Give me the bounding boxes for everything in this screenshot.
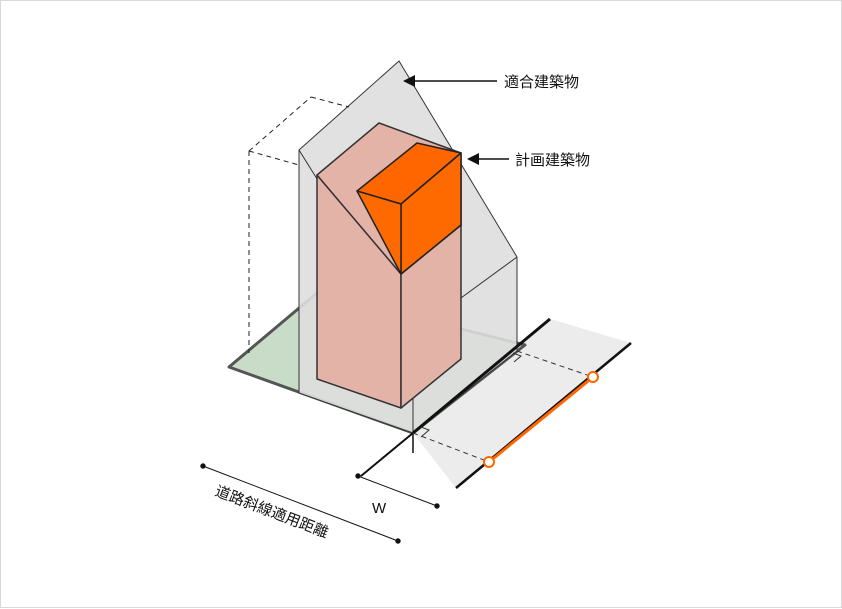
right-angle-marks — [420, 352, 522, 438]
road-width-label: W — [372, 500, 387, 517]
applicable-distance-dimension — [200, 463, 401, 544]
leader-planned — [467, 153, 509, 165]
setback-point-end — [587, 371, 599, 383]
setback-point-start — [483, 456, 495, 468]
setback-line — [483, 371, 599, 468]
leader-conforming — [403, 75, 497, 87]
road-surface — [413, 319, 631, 488]
planned-building-top — [356, 142, 462, 275]
reference-outline — [248, 96, 350, 353]
planned-building-label: 計画建築物 — [515, 151, 590, 169]
projection-lines — [412, 350, 594, 463]
arrow-icon — [467, 153, 479, 165]
applicable-distance-label: 道路斜線適用距離 — [213, 482, 331, 542]
conforming-building-label: 適合建築物 — [504, 73, 579, 91]
arrow-icon — [403, 75, 415, 87]
road-width-dimension — [355, 473, 440, 509]
